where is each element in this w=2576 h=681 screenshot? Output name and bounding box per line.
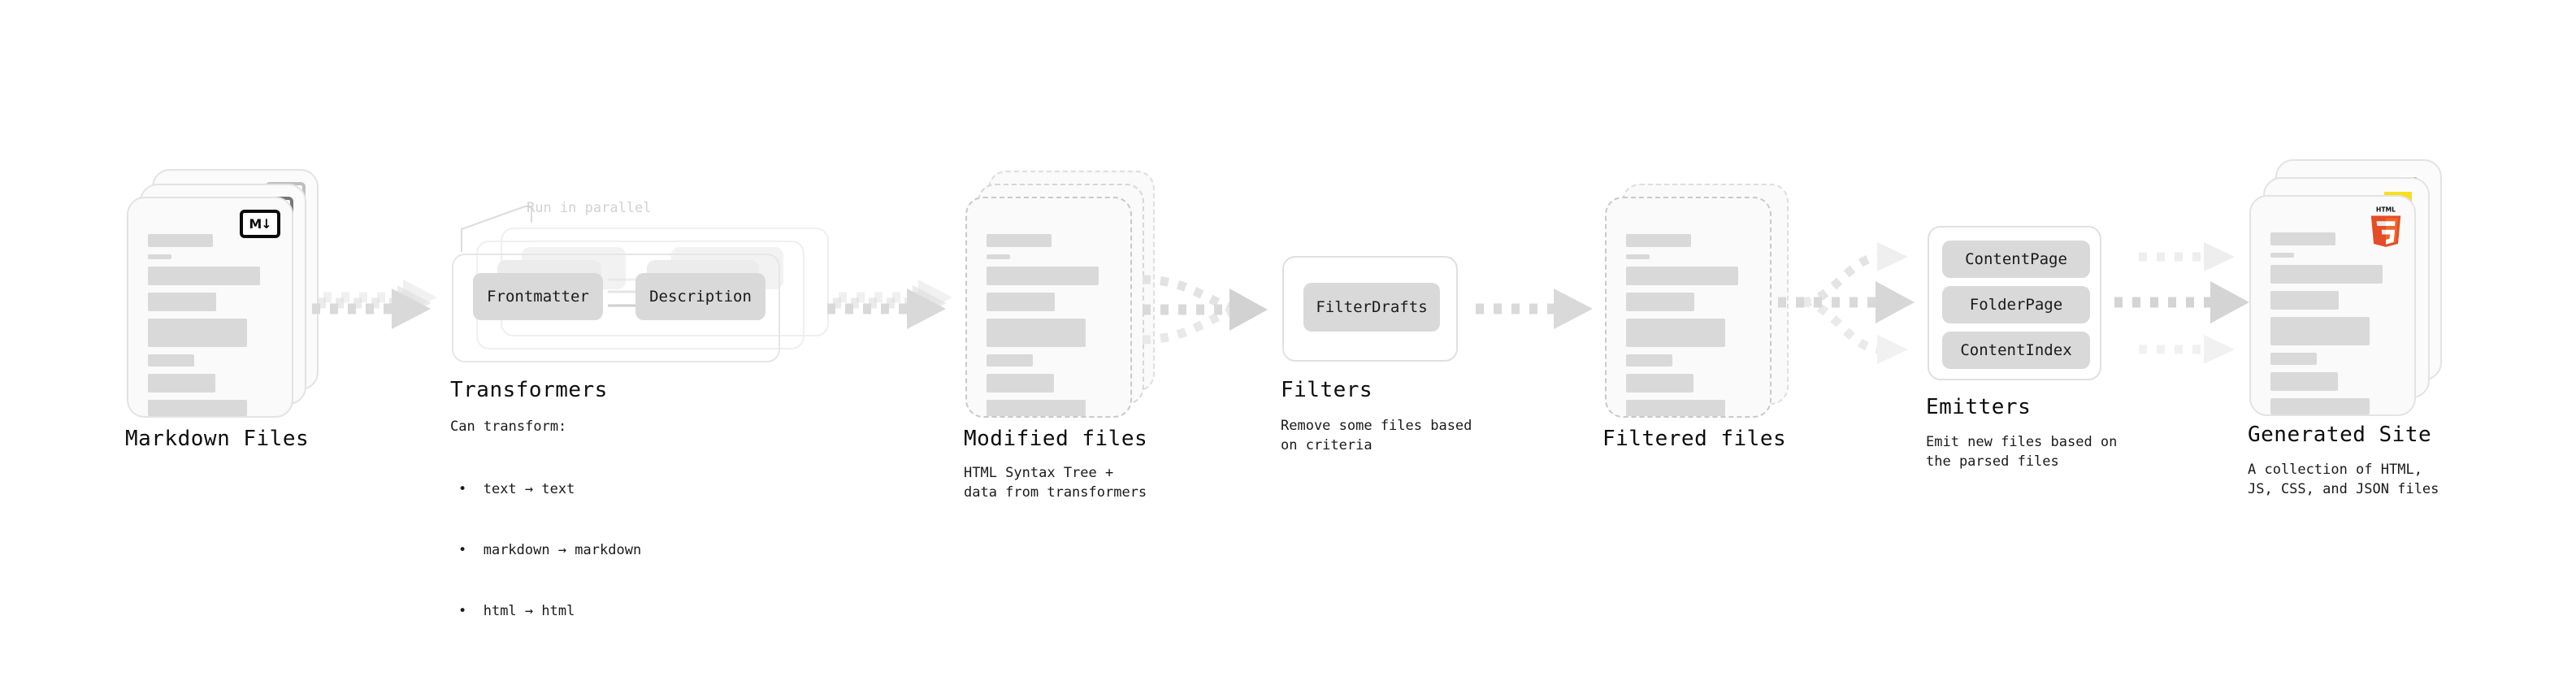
content-bar bbox=[2270, 253, 2295, 258]
content-bar bbox=[1626, 293, 1695, 311]
arrow-modified-to-filters bbox=[1142, 275, 1268, 345]
stage-title-emitters: Emitters bbox=[1926, 395, 2032, 419]
emitter-node-folderpage[interactable]: FolderPage bbox=[1942, 286, 2090, 323]
content-bar bbox=[1626, 234, 1691, 247]
content-bar bbox=[148, 400, 248, 416]
stage-title-filtered-files: Filtered files bbox=[1602, 427, 1787, 451]
arrow-emitters-to-site bbox=[2114, 242, 2249, 364]
transformer-bullet: • text → text bbox=[458, 481, 575, 497]
content-bar bbox=[2270, 398, 2370, 414]
stage-description-emitters: Emit new files based on the parsed files bbox=[1926, 434, 2118, 470]
markdown-icon: M↓ bbox=[240, 210, 280, 238]
arrow-markdown-to-transformers bbox=[312, 280, 437, 329]
emitters-group-box: ContentPage FolderPage ContentIndex bbox=[1928, 226, 2101, 380]
transformer-bullet-list: • text → text • markdown → markdown • ht… bbox=[458, 439, 641, 662]
transformer-group-front: Frontmatter Description bbox=[452, 254, 780, 362]
content-bar bbox=[148, 354, 194, 367]
emitter-node-contentpage[interactable]: ContentPage bbox=[1942, 241, 2090, 278]
stage-title-transformers: Transformers bbox=[450, 378, 608, 402]
content-bar bbox=[987, 374, 1054, 393]
content-bar bbox=[987, 267, 1099, 285]
file-content-placeholder bbox=[1607, 198, 1770, 416]
content-bar bbox=[2270, 372, 2338, 391]
content-bar bbox=[2270, 265, 2383, 284]
transformer-bullet-label: text → text bbox=[483, 481, 575, 497]
file-content-placeholder bbox=[2251, 197, 2414, 414]
stage-description-modified-files: HTML Syntax Tree + data from transformer… bbox=[964, 465, 1147, 501]
stage-title-filters: Filters bbox=[1281, 378, 1373, 402]
run-in-parallel-bracket bbox=[461, 206, 532, 252]
content-bar bbox=[1626, 267, 1738, 285]
stage-description-generated-site: A collection of HTML, JS, CSS, and JSON … bbox=[2248, 462, 2439, 497]
transformer-bullet: • html → html bbox=[458, 603, 575, 619]
file-content-placeholder bbox=[967, 198, 1130, 416]
content-bar bbox=[1626, 319, 1726, 347]
transformer-bullet-label: html → html bbox=[483, 603, 575, 619]
content-bar bbox=[2270, 232, 2335, 245]
content-bar bbox=[987, 293, 1056, 311]
emitter-node-label: ContentIndex bbox=[1960, 341, 2072, 359]
arrow-filters-to-filtered bbox=[1476, 288, 1593, 329]
content-bar bbox=[987, 254, 1011, 259]
markdown-file-card-front: M↓ bbox=[127, 197, 293, 418]
arrow-transformers-to-modified bbox=[827, 280, 952, 329]
content-bar bbox=[148, 267, 260, 285]
transformer-bullet-label: markdown → markdown bbox=[483, 542, 642, 558]
filter-node-label: FilterDrafts bbox=[1316, 298, 1428, 316]
filtered-file-card-front bbox=[1605, 197, 1772, 418]
transformer-node-label: Description bbox=[649, 288, 752, 306]
content-bar bbox=[987, 234, 1052, 247]
emitter-node-label: FolderPage bbox=[1969, 296, 2063, 314]
modified-file-card-front bbox=[965, 197, 1132, 418]
content-bar bbox=[1626, 400, 1726, 416]
content-bar bbox=[1626, 354, 1672, 367]
filters-group-box: FilterDrafts bbox=[1282, 256, 1458, 362]
content-bar bbox=[2270, 291, 2340, 310]
arrow-filtered-to-emitters bbox=[1778, 242, 1915, 364]
content-bar bbox=[1626, 374, 1693, 393]
stage-title-generated-site: Generated Site bbox=[2248, 423, 2432, 447]
content-bar bbox=[148, 319, 248, 347]
content-bar bbox=[148, 293, 217, 311]
transformer-node-label: Frontmatter bbox=[487, 288, 589, 306]
stage-title-modified-files: Modified files bbox=[964, 427, 1148, 451]
transformer-node-description[interactable]: Description bbox=[635, 273, 765, 320]
content-bar bbox=[987, 319, 1086, 347]
file-content-placeholder bbox=[128, 198, 292, 416]
run-in-parallel-hint: Run in parallel bbox=[527, 200, 652, 216]
content-bar bbox=[1626, 254, 1650, 259]
stage-description-transformers: Can transform: bbox=[450, 419, 567, 435]
emitter-node-label: ContentPage bbox=[1965, 250, 2067, 268]
content-bar bbox=[148, 254, 172, 259]
content-bar bbox=[148, 234, 213, 247]
content-bar bbox=[148, 374, 215, 393]
content-bar bbox=[2270, 353, 2317, 365]
content-bar bbox=[987, 400, 1086, 416]
svg-text:HTML: HTML bbox=[2376, 206, 2396, 214]
filter-node-filterdrafts[interactable]: FilterDrafts bbox=[1303, 283, 1440, 332]
transformer-node-frontmatter[interactable]: Frontmatter bbox=[473, 273, 603, 320]
content-bar bbox=[2270, 317, 2370, 345]
stage-title-markdown-files: Markdown Files bbox=[125, 427, 310, 451]
stage-description-filters: Remove some files based on criteria bbox=[1281, 418, 1472, 453]
site-file-card-html: HTML bbox=[2249, 195, 2416, 416]
html5-icon: HTML bbox=[2367, 205, 2405, 247]
content-bar bbox=[987, 354, 1033, 367]
transformer-bullet: • markdown → markdown bbox=[458, 542, 642, 558]
emitter-node-contentindex[interactable]: ContentIndex bbox=[1942, 332, 2090, 369]
